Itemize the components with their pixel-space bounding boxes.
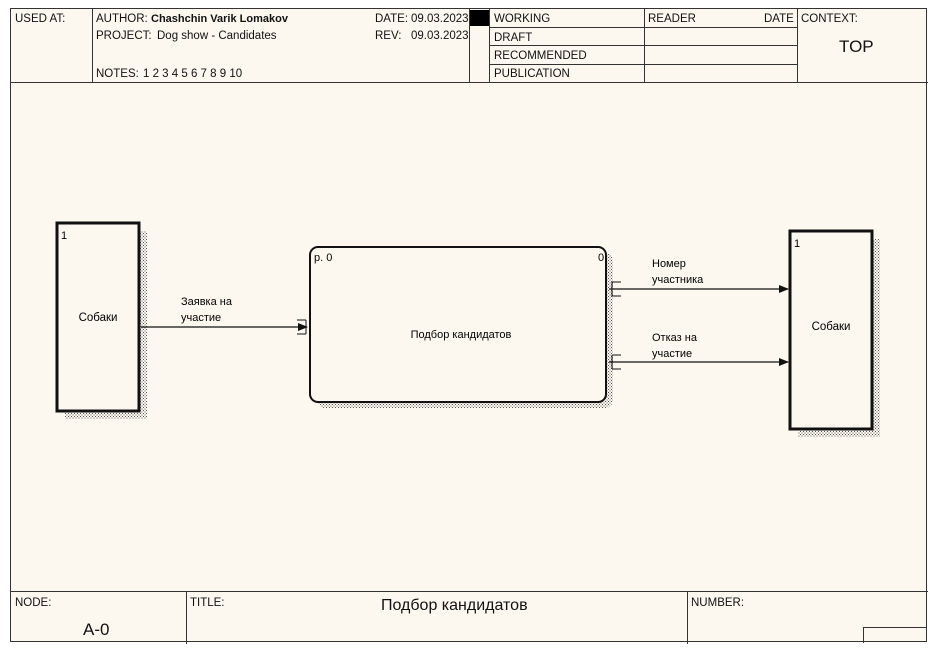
- notes-value: 1 2 3 4 5 6 7 8 9 10: [143, 68, 243, 80]
- number-box: [863, 627, 927, 643]
- right-entity-label: Собаки: [812, 321, 851, 333]
- rev-label: REV:: [375, 30, 402, 42]
- node-value: A-0: [83, 620, 110, 639]
- status-marker: [470, 10, 489, 26]
- title-label: TITLE:: [190, 597, 225, 609]
- project-value: Dog show - Candidates: [157, 30, 277, 42]
- rev-value: 09.03.2023: [411, 30, 469, 42]
- reader-date-label: DATE: [764, 13, 794, 25]
- status-publication: PUBLICATION: [494, 68, 570, 80]
- footer-divider-1: [186, 592, 187, 644]
- arrow-output-2-tunnel: [611, 354, 621, 370]
- diagram-svg: 1 Собаки р. 0 0 Подбор кандидатов 1 Соба…: [55, 221, 880, 437]
- arrow-input-label-1: Заявка на: [181, 296, 233, 308]
- node-label: NODE:: [15, 597, 52, 609]
- status-recommended: RECOMMENDED: [494, 50, 587, 62]
- left-entity-label: Собаки: [79, 312, 118, 324]
- project-label: PROJECT:: [96, 30, 152, 42]
- arrow-output-1[interactable]: Номер участника: [609, 258, 789, 297]
- arrow-output-2[interactable]: Отказ на участие: [609, 332, 789, 370]
- context-divider: [797, 9, 798, 82]
- reader-row-line: [644, 27, 797, 28]
- author-value: Chashchin Varik Lomakov: [151, 13, 288, 25]
- header: USED AT: AUTHOR: Chashchin Varik Lomakov…: [11, 9, 928, 83]
- footer: NODE: A-0 TITLE: Подбор кандидатов NUMBE…: [11, 591, 928, 644]
- status-draft: DRAFT: [494, 32, 533, 44]
- context-value: TOP: [839, 37, 874, 56]
- left-entity[interactable]: 1 Собаки: [55, 221, 147, 419]
- process-cost: 0: [598, 252, 604, 264]
- number-label: NUMBER:: [691, 597, 745, 609]
- status-divider-left: [469, 9, 470, 82]
- process-rect: [309, 246, 607, 403]
- arrow-input-tunnel: [297, 319, 307, 335]
- right-entity[interactable]: 1 Собаки: [788, 229, 880, 437]
- arrow-output-1-tunnel: [611, 281, 621, 297]
- status-row-line: [489, 45, 797, 46]
- diagram-canvas: 1 Собаки р. 0 0 Подбор кандидатов 1 Соба…: [11, 83, 928, 591]
- author-label: AUTHOR:: [96, 13, 148, 25]
- arrow-output-2-label-2: участие: [652, 348, 692, 360]
- date-label: DATE:: [375, 13, 409, 25]
- left-entity-number: 1: [61, 230, 67, 242]
- status-row-line: [489, 64, 797, 65]
- status-working: WORKING: [494, 13, 551, 25]
- idef0-frame: USED AT: AUTHOR: Chashchin Varik Lomakov…: [10, 8, 928, 644]
- left-entity-box: [55, 221, 141, 413]
- used-at-label: USED AT:: [15, 13, 66, 25]
- arrow-output-2-label-1: Отказ на: [652, 332, 698, 344]
- process-box[interactable]: р. 0 0 Подбор кандидатов: [309, 246, 613, 408]
- right-entity-box: [788, 229, 874, 431]
- status-row-line: [489, 27, 644, 28]
- process-label: Подбор кандидатов: [411, 329, 512, 341]
- arrow-input-label-2: участие: [181, 312, 221, 324]
- context-label: CONTEXT:: [801, 13, 858, 25]
- header-divider: [92, 9, 93, 82]
- arrow-output-1-label-2: участника: [652, 274, 704, 286]
- reader-divider: [644, 9, 645, 82]
- arrow-output-1-label-1: Номер: [652, 258, 686, 270]
- notes-label: NOTES:: [96, 68, 139, 80]
- reader-label: READER: [648, 13, 696, 25]
- footer-divider-2: [687, 592, 688, 644]
- process-id: р. 0: [314, 252, 332, 264]
- date-value: 09.03.2023: [411, 13, 469, 25]
- arrow-input[interactable]: Заявка на участие: [141, 296, 308, 335]
- title-value: Подбор кандидатов: [381, 597, 528, 614]
- right-entity-number: 1: [794, 238, 800, 250]
